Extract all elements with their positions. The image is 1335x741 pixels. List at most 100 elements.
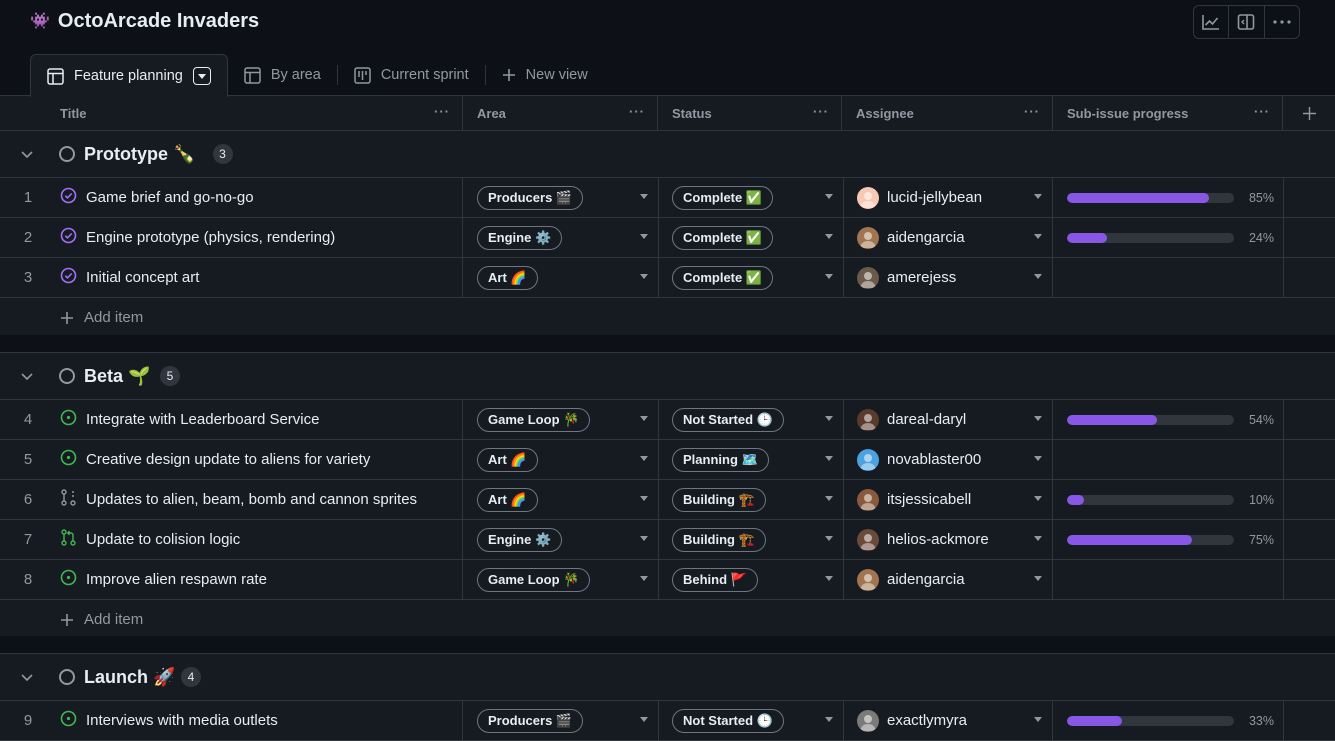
area-cell[interactable]: Game Loop 🎋 — [463, 560, 659, 599]
issue-title-link[interactable]: Integrate with Leaderboard Service — [86, 411, 320, 428]
more-options-button[interactable] — [1265, 6, 1299, 38]
title-cell[interactable]: Update to colision logic — [56, 520, 463, 559]
chevron-down-icon[interactable] — [20, 369, 34, 386]
issue-title-link[interactable]: Updates to alien, beam, bomb and cannon … — [86, 491, 418, 508]
insights-button[interactable] — [1194, 6, 1230, 38]
issue-title-link[interactable]: Game brief and go-no-go — [86, 189, 254, 206]
table-row[interactable]: 8 Improve alien respawn rate Game Loop 🎋… — [0, 560, 1335, 600]
area-cell[interactable]: Game Loop 🎋 — [463, 400, 659, 439]
status-dropdown-icon[interactable] — [825, 576, 833, 581]
assignee-cell[interactable]: itsjessicabell — [844, 480, 1053, 519]
add-field-button[interactable] — [1283, 96, 1335, 130]
column-menu-icon[interactable]: ··· — [629, 104, 645, 119]
status-dropdown-icon[interactable] — [825, 496, 833, 501]
table-row[interactable]: 2 Engine prototype (physics, rendering) … — [0, 218, 1335, 258]
assignee-dropdown-icon[interactable] — [1034, 456, 1042, 461]
status-cell[interactable]: Building 🏗️ — [659, 520, 844, 559]
title-cell[interactable]: Engine prototype (physics, rendering) — [56, 218, 463, 257]
assignee-cell[interactable]: novablaster00 — [844, 440, 1053, 479]
add-item-button[interactable]: Add item — [0, 298, 1335, 338]
table-row[interactable]: 6 Updates to alien, beam, bomb and canno… — [0, 480, 1335, 520]
area-cell[interactable]: Producers 🎬 — [463, 701, 659, 740]
status-cell[interactable]: Planning 🗺️ — [659, 440, 844, 479]
assignee-cell[interactable]: dareal-daryl — [844, 400, 1053, 439]
title-cell[interactable]: Creative design update to aliens for var… — [56, 440, 463, 479]
assignee-dropdown-icon[interactable] — [1034, 536, 1042, 541]
view-options-dropdown[interactable] — [192, 67, 211, 85]
status-cell[interactable]: Not Started 🕒 — [659, 400, 844, 439]
status-dropdown-icon[interactable] — [825, 416, 833, 421]
assignee-cell[interactable]: aidengarcia — [844, 218, 1053, 257]
area-cell[interactable]: Engine ⚙️ — [463, 218, 659, 257]
area-dropdown-icon[interactable] — [640, 416, 648, 421]
assignee-cell[interactable]: amerejess — [844, 258, 1053, 297]
area-cell[interactable]: Engine ⚙️ — [463, 520, 659, 559]
issue-title-link[interactable]: Interviews with media outlets — [86, 712, 278, 729]
title-cell[interactable]: Interviews with media outlets — [56, 701, 463, 740]
area-cell[interactable]: Art 🌈 — [463, 480, 659, 519]
side-panel-button[interactable] — [1229, 6, 1265, 38]
status-dropdown-icon[interactable] — [825, 536, 833, 541]
table-row[interactable]: 5 Creative design update to aliens for v… — [0, 440, 1335, 480]
status-dropdown-icon[interactable] — [825, 717, 833, 722]
column-header-assignee[interactable]: Assignee ··· — [842, 96, 1053, 130]
tab-current-sprint[interactable]: Current sprint — [338, 54, 485, 96]
title-cell[interactable]: Initial concept art — [56, 258, 463, 297]
table-row[interactable]: 7 Update to colision logic Engine ⚙️ Bui… — [0, 520, 1335, 560]
status-dropdown-icon[interactable] — [825, 194, 833, 199]
column-menu-icon[interactable]: ··· — [1024, 104, 1040, 119]
group-header[interactable]: Launch 🚀 4 — [0, 654, 1335, 701]
new-view-button[interactable]: New view — [486, 54, 604, 96]
tab-feature-planning[interactable]: Feature planning — [30, 54, 228, 97]
table-row[interactable]: 1 Game brief and go-no-go Producers 🎬 Co… — [0, 178, 1335, 218]
issue-title-link[interactable]: Improve alien respawn rate — [86, 571, 267, 588]
issue-title-link[interactable]: Update to colision logic — [86, 531, 241, 548]
column-header-title[interactable]: Title ··· — [0, 96, 463, 130]
assignee-cell[interactable]: lucid-jellybean — [844, 178, 1053, 217]
assignee-cell[interactable]: exactlymyra — [844, 701, 1053, 740]
status-cell[interactable]: Complete ✅ — [659, 218, 844, 257]
column-menu-icon[interactable]: ··· — [813, 104, 829, 119]
column-header-area[interactable]: Area ··· — [463, 96, 658, 130]
area-cell[interactable]: Art 🌈 — [463, 440, 659, 479]
title-cell[interactable]: Integrate with Leaderboard Service — [56, 400, 463, 439]
area-cell[interactable]: Producers 🎬 — [463, 178, 659, 217]
status-cell[interactable]: Behind 🚩 — [659, 560, 844, 599]
area-dropdown-icon[interactable] — [640, 536, 648, 541]
chevron-down-icon[interactable] — [20, 147, 34, 164]
area-dropdown-icon[interactable] — [640, 234, 648, 239]
area-dropdown-icon[interactable] — [640, 717, 648, 722]
assignee-dropdown-icon[interactable] — [1034, 234, 1042, 239]
title-cell[interactable]: Game brief and go-no-go — [56, 178, 463, 217]
assignee-cell[interactable]: helios-ackmore — [844, 520, 1053, 559]
issue-title-link[interactable]: Engine prototype (physics, rendering) — [86, 229, 336, 246]
assignee-dropdown-icon[interactable] — [1034, 496, 1042, 501]
status-dropdown-icon[interactable] — [825, 274, 833, 279]
assignee-dropdown-icon[interactable] — [1034, 416, 1042, 421]
status-cell[interactable]: Complete ✅ — [659, 258, 844, 297]
status-cell[interactable]: Building 🏗️ — [659, 480, 844, 519]
group-header[interactable]: Beta 🌱 5 — [0, 353, 1335, 400]
title-cell[interactable]: Improve alien respawn rate — [56, 560, 463, 599]
area-cell[interactable]: Art 🌈 — [463, 258, 659, 297]
title-cell[interactable]: Updates to alien, beam, bomb and cannon … — [56, 480, 463, 519]
assignee-cell[interactable]: aidengarcia — [844, 560, 1053, 599]
issue-title-link[interactable]: Initial concept art — [86, 269, 200, 286]
add-item-button[interactable]: Add item — [0, 600, 1335, 640]
chevron-down-icon[interactable] — [20, 670, 34, 687]
column-menu-icon[interactable]: ··· — [1254, 104, 1270, 119]
table-row[interactable]: 4 Integrate with Leaderboard Service Gam… — [0, 400, 1335, 440]
status-cell[interactable]: Complete ✅ — [659, 178, 844, 217]
column-header-progress[interactable]: Sub-issue progress ··· — [1053, 96, 1283, 130]
area-dropdown-icon[interactable] — [640, 576, 648, 581]
assignee-dropdown-icon[interactable] — [1034, 274, 1042, 279]
status-cell[interactable]: Not Started 🕒 — [659, 701, 844, 740]
column-menu-icon[interactable]: ··· — [434, 104, 450, 119]
assignee-dropdown-icon[interactable] — [1034, 717, 1042, 722]
status-dropdown-icon[interactable] — [825, 234, 833, 239]
area-dropdown-icon[interactable] — [640, 456, 648, 461]
status-dropdown-icon[interactable] — [825, 456, 833, 461]
area-dropdown-icon[interactable] — [640, 194, 648, 199]
issue-title-link[interactable]: Creative design update to aliens for var… — [86, 451, 371, 468]
assignee-dropdown-icon[interactable] — [1034, 576, 1042, 581]
